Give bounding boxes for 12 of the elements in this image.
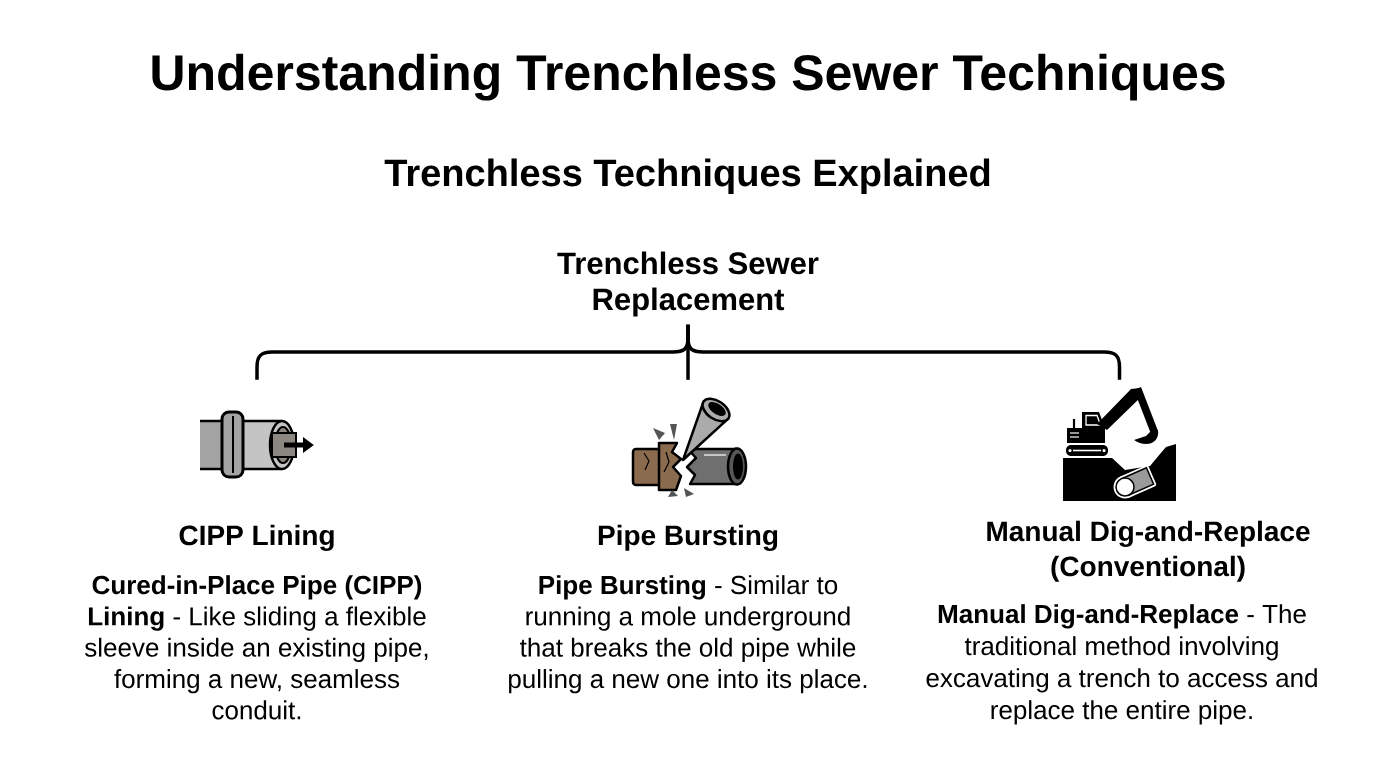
technique-heading: Manual Dig-and-Replace (Conventional) bbox=[987, 520, 1310, 582]
title: Understanding Trenchless Sewer Techniques bbox=[152, 53, 1225, 101]
technique-description: Manual Dig-and-Replace - The traditional method involving excavating a trench to access and replace the entire pipe. bbox=[926, 604, 1317, 725]
branch-label: Trenchless Sewer Replacement bbox=[557, 251, 819, 317]
bursting-pipe-icon bbox=[631, 397, 748, 497]
technique-heading: CIPP Lining bbox=[179, 524, 334, 551]
excavator-icon bbox=[1063, 387, 1176, 501]
technique-description: Pipe Bursting - Similar to running a mole underground that breaks the old pipe while pulling a new one into its place. bbox=[509, 575, 867, 694]
bracket-line bbox=[686, 324, 1122, 380]
technique-description: Cured-in-Place Pipe (CIPP) Lining - Like sliding a flexible sleeve inside an existing pipe, forming a new, seamless conduit. bbox=[85, 575, 428, 720]
technique-heading: Pipe Bursting bbox=[598, 524, 778, 551]
subtitle: Trenchless Techniques Explained bbox=[384, 158, 990, 194]
